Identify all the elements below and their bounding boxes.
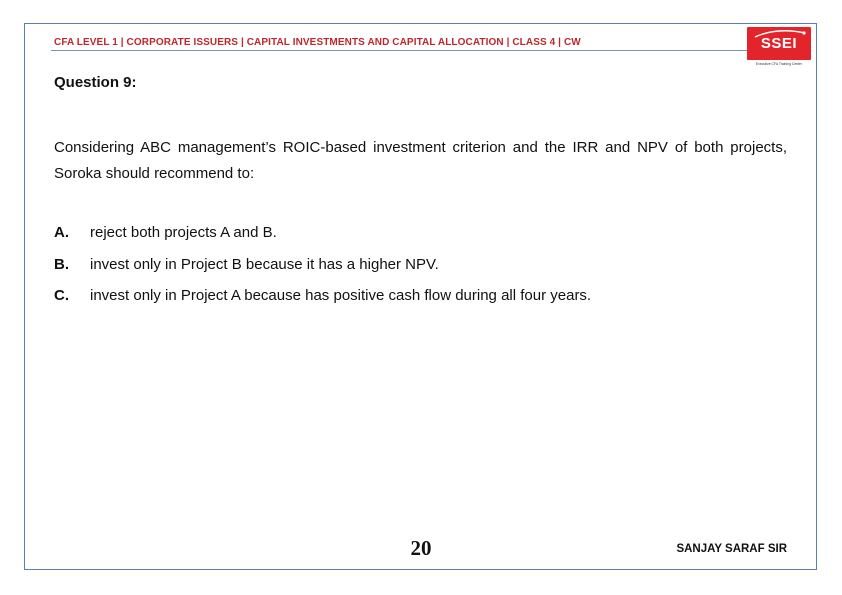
ssei-logo: SSEI Executive CFA Training Center <box>746 27 812 67</box>
question-title: Question 9: <box>54 74 137 91</box>
page-border <box>24 23 817 570</box>
option-text: invest only in Project B because it has … <box>90 256 439 273</box>
page-number: 20 <box>410 536 432 560</box>
course-breadcrumb: CFA LEVEL 1 | CORPORATE ISSUERS | CAPITA… <box>54 37 581 48</box>
option-letter: C. <box>54 287 69 304</box>
question-stem: Considering ABC management’s ROIC-based … <box>54 139 787 182</box>
option-text: reject both projects A and B. <box>90 224 277 241</box>
option-letter: A. <box>54 224 69 241</box>
logo-swoosh-icon <box>754 30 806 38</box>
logo-tagline: Executive CFA Training Center <box>755 62 803 66</box>
option-text: invest only in Project A because has pos… <box>90 287 592 304</box>
logo-wordmark: SSEI <box>760 35 798 52</box>
logo-badge: SSEI <box>747 27 811 60</box>
option-letter: B. <box>54 256 69 273</box>
author-credit: SANJAY SARAF SIR <box>676 543 787 555</box>
header-divider <box>51 50 811 51</box>
